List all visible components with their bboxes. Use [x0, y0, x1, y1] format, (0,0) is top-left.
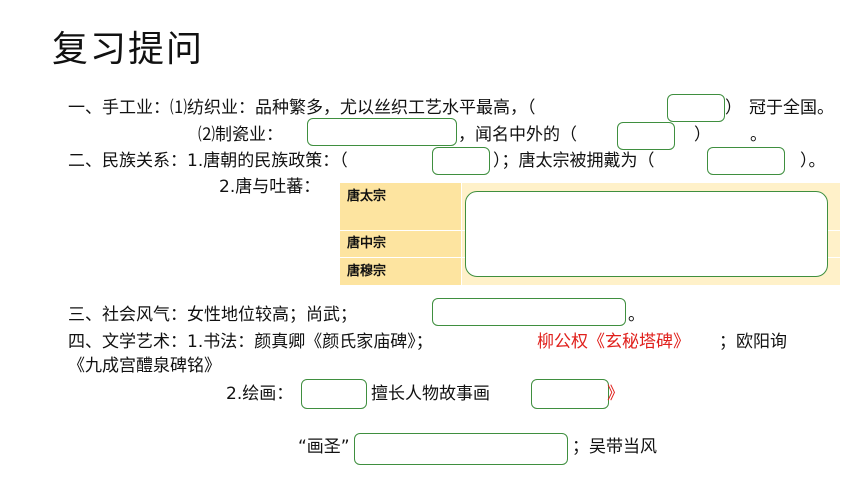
painting-label: 2.绘画： — [226, 384, 294, 404]
bracket-close: ） — [694, 125, 711, 145]
textile-tail-text: 冠于全国。 — [749, 98, 834, 118]
bracket-close-period: ）。 — [800, 151, 826, 171]
bracket-close: ） — [725, 98, 742, 118]
taizong-text: ）；唐太宗被拥戴为（ — [493, 151, 655, 171]
wu-style-text: ；吴带当风 — [572, 437, 657, 457]
calligraphy-tail: ；欧阳询 — [719, 332, 787, 352]
ouyang-work: 《九成宫醴泉碑铭》 — [68, 356, 221, 376]
answer-blank-porcelain[interactable] — [307, 118, 457, 146]
social-custom-line: 三、社会风气：女性地位较高；尚武； — [68, 305, 357, 325]
porcelain-label: ⑵制瓷业： — [198, 125, 283, 145]
answer-blank-custom[interactable] — [432, 298, 626, 326]
ethnic-policy-line: 二、民族关系：1.唐朝的民族政策：（ — [68, 151, 348, 171]
table-row-header: 唐中宗 — [340, 231, 461, 257]
table-row-header: 唐太宗 — [340, 183, 461, 230]
liu-gongquan-work: 柳公权《玄秘塔碑》 — [537, 332, 690, 352]
answer-blank-textile[interactable] — [667, 94, 725, 122]
answer-blank-title[interactable] — [707, 147, 785, 175]
table-row-header: 唐穆宗 — [340, 258, 461, 285]
porcelain-mid-text: ，闻名中外的（ — [458, 125, 577, 145]
answer-blank-tubo-events[interactable] — [465, 191, 828, 277]
table-divider — [461, 183, 462, 285]
answer-blank-painting-work[interactable] — [531, 379, 609, 409]
answer-blank-painter[interactable] — [301, 379, 367, 409]
handicraft-textile-line: 一、手工业：⑴纺织业：品种繁多，尤以丝织工艺水平最高，（ — [68, 98, 536, 118]
painting-sage-label: “画圣” — [298, 437, 350, 457]
answer-blank-policy[interactable] — [432, 147, 490, 175]
painting-text: 擅长人物故事画 — [371, 384, 490, 404]
answer-blank-famous-porcelain[interactable] — [617, 122, 675, 150]
period: 。 — [750, 125, 767, 145]
page-title: 复习提问 — [52, 29, 205, 70]
tubo-label: 2.唐与吐蕃： — [219, 177, 321, 197]
period: 。 — [628, 305, 645, 325]
red-bracket: 》 — [607, 384, 624, 404]
calligraphy-line: 四、文学艺术：1.书法：颜真卿《颜氏家庙碑》； — [68, 332, 433, 352]
answer-blank-sage[interactable] — [354, 433, 568, 465]
